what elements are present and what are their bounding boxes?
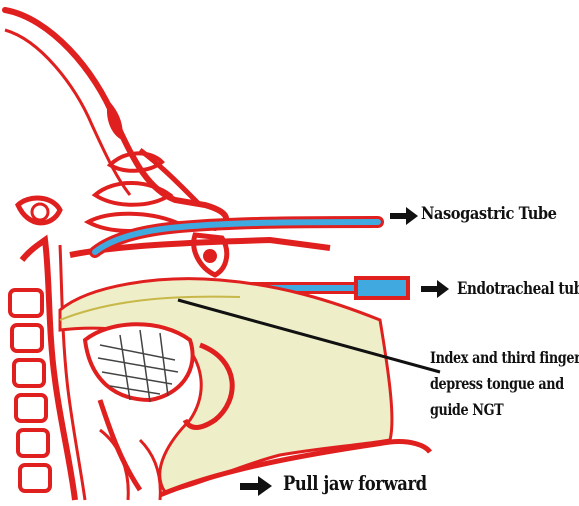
finger-instruction-line-2: depress tongue and [430,371,579,397]
finger-instruction-line-3: guide NGT [430,397,579,423]
right-arrow-icon [421,280,449,298]
right-arrow-icon [240,476,272,496]
posterior-pharynx-inner [60,245,85,500]
hyoid-larynx [100,430,160,500]
right-arrow-icon [390,207,418,225]
finger-instruction-line-1: Index and third finger [430,345,579,371]
endotracheal-tube-connector [356,278,408,298]
frontal-sinus [107,100,123,140]
sphenoid-inner [32,204,48,220]
lip-inner [203,249,217,263]
nasogastric-tube-label: Nasogastric Tube [421,204,557,224]
pull-jaw-label: Pull jaw forward [283,471,427,495]
endotracheal-tube-label: Endotracheal tube [457,279,579,299]
cervical-vertebrae [10,290,50,491]
finger-instruction-label: Index and third finger depress tongue an… [430,345,579,423]
tongue-muscle [85,324,193,402]
